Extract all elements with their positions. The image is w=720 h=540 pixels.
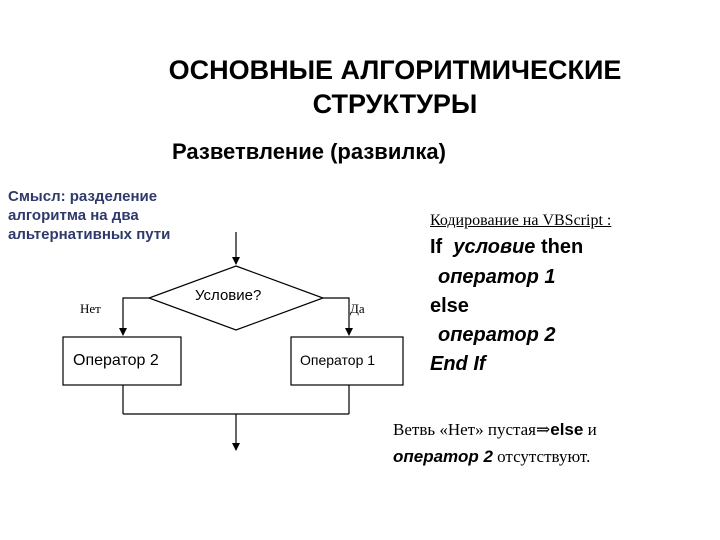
meaning-text: Смысл: разделение алгоритма на два альте…	[8, 187, 170, 244]
page-title-line2: СТРУКТУРЫ	[312, 89, 478, 119]
no-branch-label: Нет	[80, 301, 101, 316]
yes-branch-label: Да	[350, 301, 365, 316]
decision-diamond	[147, 265, 325, 331]
implies-arrow-icon: ⇒	[536, 420, 551, 439]
yes-branch-line	[323, 297, 353, 336]
condition-label: Условие?	[195, 287, 262, 304]
meaning-line-3: альтернативных пути	[8, 226, 171, 243]
operator-2-box	[62, 336, 182, 386]
code-line-if: If условие then	[430, 236, 583, 259]
code-line-else: else	[430, 295, 469, 317]
code-line-end-if: End If	[430, 353, 486, 375]
note-else-keyword: else	[550, 420, 584, 439]
note-and: и	[583, 420, 597, 439]
operator-1-label: Оператор 1	[300, 352, 376, 368]
page-title: ОСНОВНЫЕ АЛГОРИТМИЧЕСКИЕ	[168, 55, 622, 85]
note-text-part2: отсутствуют.	[492, 447, 591, 466]
note-text-part1: Ветвь «Нет» пустая	[393, 420, 536, 439]
note-line-2: оператор 2 отсутствуют.	[393, 447, 590, 467]
code-line-operator-2: оператор 2	[438, 324, 556, 346]
code-line-operator-1: оператор 1	[438, 266, 556, 288]
meaning-line-2: алгоритма на два	[8, 207, 139, 224]
code-condition: условие	[453, 236, 536, 258]
note-operator-2: оператор 2	[393, 447, 493, 466]
meaning-line-1: Смысл: разделение	[8, 188, 158, 205]
no-branch-line	[119, 297, 149, 336]
operator-2-label: Оператор 2	[73, 352, 159, 369]
code-if-keyword: If	[430, 236, 443, 258]
note-line-1: Ветвь «Нет» пустая⇒else и	[393, 420, 597, 440]
page-subtitle: Разветвление (развилка)	[172, 139, 446, 164]
code-then-keyword: then	[540, 236, 584, 258]
code-caption: Кодирование на VBScript :	[430, 212, 612, 229]
operator-1-box	[290, 336, 404, 386]
